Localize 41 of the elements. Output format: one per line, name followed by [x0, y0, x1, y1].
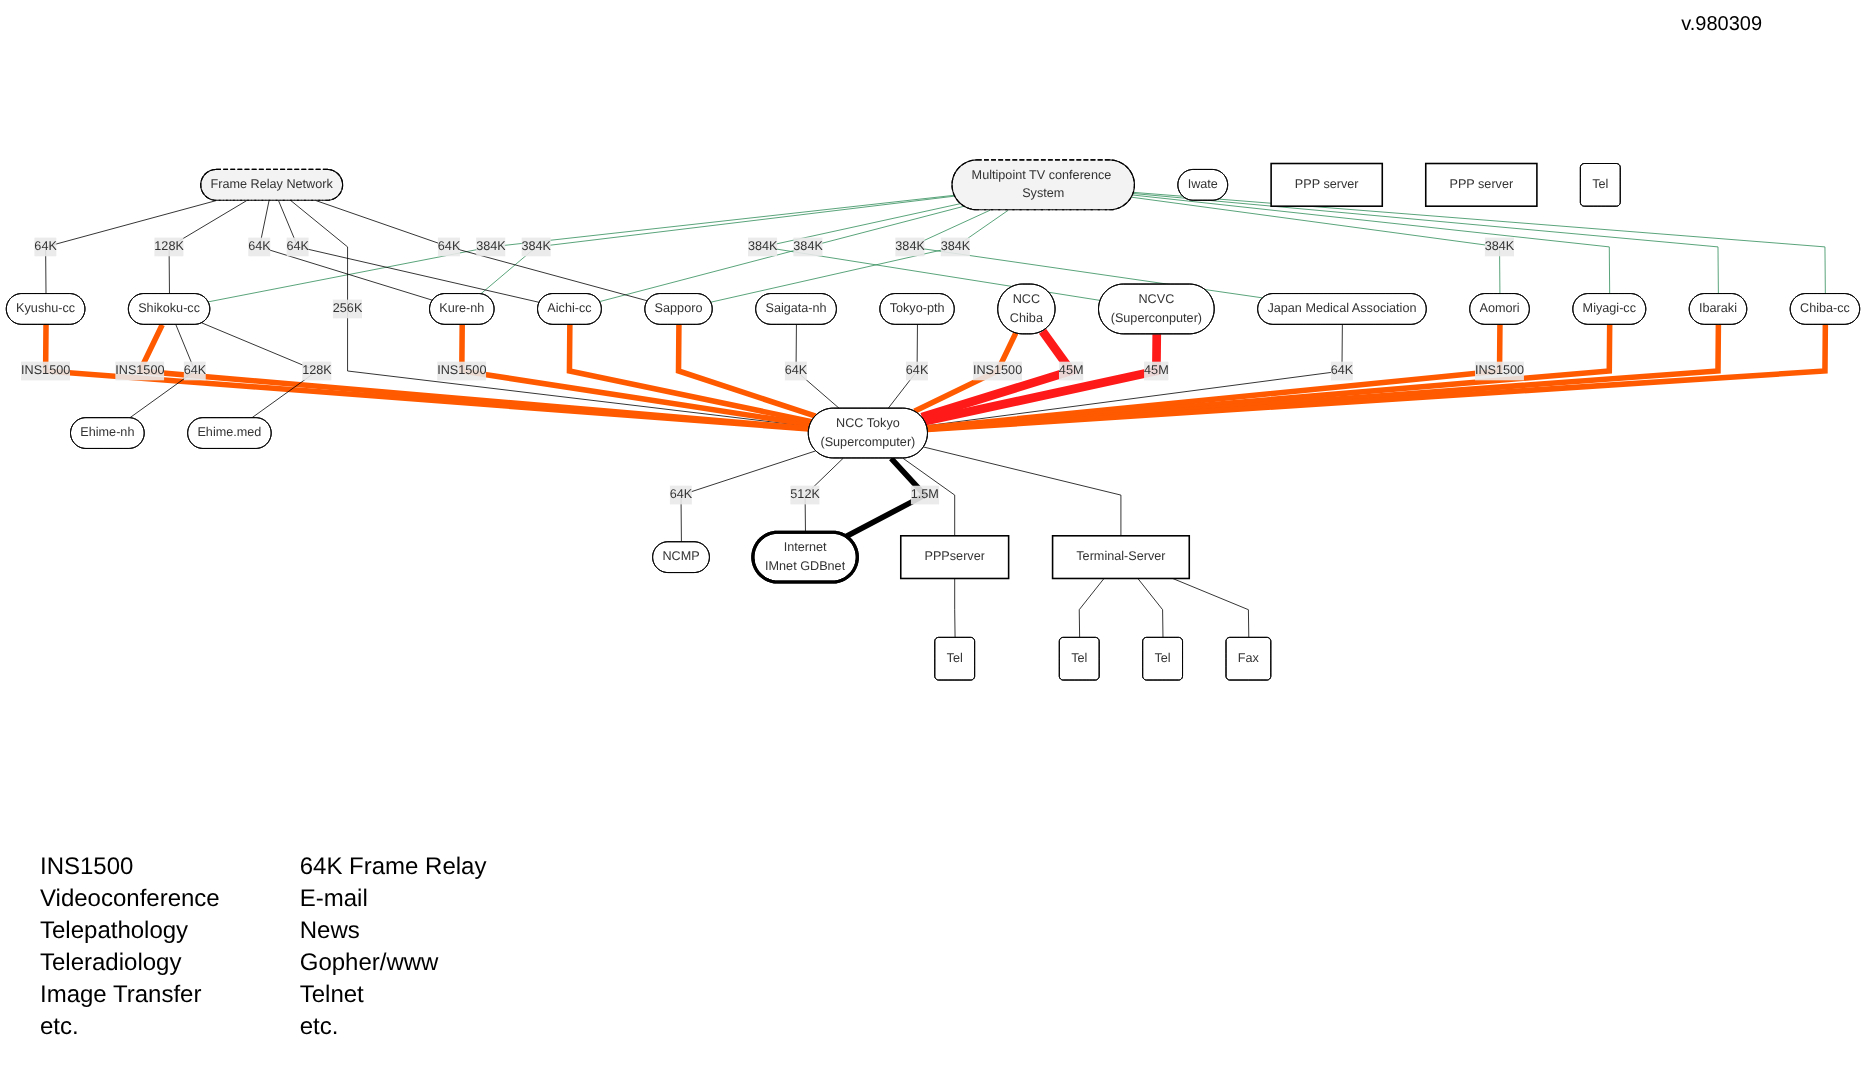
note-text: INS1500: [40, 852, 136, 880]
connector: [902, 457, 956, 537]
note-text: Telnet: [299, 980, 366, 1008]
note-text: Telepathology: [40, 916, 191, 944]
connector: [1172, 578, 1250, 639]
connector: [278, 200, 540, 303]
connector: [129, 324, 196, 419]
connector: [1131, 196, 1501, 295]
connector: [926, 324, 1503, 431]
note-text: News: [299, 916, 362, 944]
connector: [1137, 578, 1164, 639]
note-text: etc.: [40, 1012, 81, 1040]
note-text: v.980309: [1681, 14, 1762, 36]
connector: [566, 324, 813, 425]
connector: [1132, 194, 1611, 295]
connector: [680, 450, 817, 543]
connector: [954, 578, 956, 639]
connector: [207, 194, 955, 303]
connector: [1133, 192, 1826, 295]
connector: [259, 200, 434, 301]
connector: [599, 205, 965, 302]
connector: [710, 209, 1009, 303]
note-text: Gopher/www: [299, 948, 441, 976]
connector: [315, 200, 649, 302]
connector: [290, 200, 811, 427]
connector: [1078, 578, 1105, 639]
connector: [459, 324, 811, 428]
connector: [923, 446, 1122, 537]
connector: [480, 195, 956, 295]
connector: [804, 457, 844, 534]
note-text: Teleradiology: [40, 948, 184, 976]
connector: [923, 334, 1162, 426]
note-text: etc.: [299, 1012, 341, 1040]
note-text: 64K Frame Relay: [299, 852, 487, 880]
connector: [1133, 193, 1719, 295]
connector: [887, 324, 918, 409]
connector: [675, 324, 817, 419]
note-text: Image Transfer: [40, 980, 204, 1008]
note-text: Videoconference: [40, 884, 220, 912]
note-text: E-mail: [299, 884, 370, 912]
connector: [45, 200, 217, 295]
